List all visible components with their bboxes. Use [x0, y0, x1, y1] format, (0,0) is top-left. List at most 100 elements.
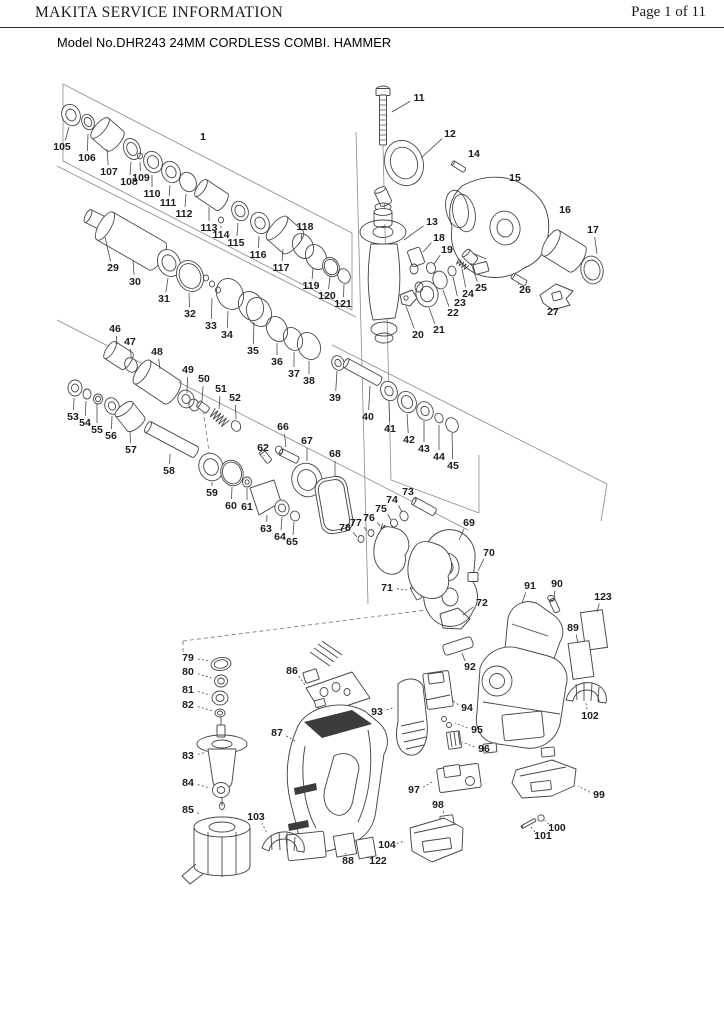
- part-label-80: 80: [182, 666, 213, 679]
- part-label-81: 81: [182, 684, 211, 696]
- part-label-62: 62: [257, 442, 269, 457]
- svg-text:46: 46: [109, 323, 121, 335]
- part-label-51: 51: [215, 383, 227, 410]
- svg-text:76: 76: [363, 512, 375, 524]
- svg-text:23: 23: [454, 297, 466, 309]
- part-label-70: 70: [477, 547, 495, 572]
- part-label-34: 34: [221, 310, 233, 341]
- part-label-92: 92: [461, 652, 476, 673]
- svg-text:104: 104: [378, 839, 396, 851]
- part-label-72: 72: [462, 597, 488, 616]
- svg-text:101: 101: [534, 830, 552, 842]
- svg-text:19: 19: [441, 244, 453, 256]
- part-label-47: 47: [124, 336, 136, 358]
- svg-text:53: 53: [67, 411, 79, 423]
- svg-text:37: 37: [288, 368, 300, 380]
- svg-text:17: 17: [587, 224, 599, 236]
- svg-text:67: 67: [301, 435, 313, 447]
- svg-text:119: 119: [303, 280, 320, 292]
- svg-text:88: 88: [342, 855, 354, 867]
- svg-text:90: 90: [551, 578, 563, 590]
- part-label-50: 50: [198, 373, 210, 402]
- svg-text:107: 107: [100, 166, 118, 178]
- svg-text:59: 59: [206, 487, 218, 499]
- part-label-90: 90: [551, 578, 563, 599]
- svg-text:87: 87: [271, 727, 283, 739]
- svg-text:70: 70: [483, 547, 495, 559]
- svg-text:12: 12: [444, 128, 456, 140]
- svg-text:45: 45: [447, 460, 459, 472]
- svg-text:48: 48: [151, 346, 163, 358]
- svg-text:66: 66: [277, 421, 289, 433]
- svg-text:105: 105: [53, 141, 71, 153]
- part-label-53: 53: [67, 397, 79, 423]
- part-label-65: 65: [286, 521, 298, 548]
- model-number: Model No.DHR243 24MM CORDLESS COMBI. HAM…: [57, 35, 392, 50]
- part-label-122: 122: [365, 854, 387, 867]
- svg-text:43: 43: [418, 443, 430, 455]
- part-label-59: 59: [206, 482, 218, 499]
- part-label-18: 18: [422, 232, 445, 253]
- part-label-48: 48: [151, 346, 163, 370]
- svg-text:114: 114: [213, 229, 230, 241]
- part-label-16: 16: [559, 204, 571, 216]
- part-label-88: 88: [342, 852, 354, 867]
- svg-text:103: 103: [247, 811, 265, 823]
- svg-text:47: 47: [124, 336, 136, 348]
- part-label-71: 71: [381, 582, 408, 594]
- part-label-86: 86: [286, 665, 306, 686]
- part-label-40: 40: [362, 385, 374, 423]
- part-label-24: 24: [461, 268, 474, 300]
- part-label-110: 110: [144, 175, 161, 200]
- svg-text:63: 63: [260, 523, 272, 535]
- svg-text:21: 21: [433, 324, 445, 336]
- part-label-94: 94: [451, 699, 473, 714]
- svg-text:95: 95: [471, 724, 483, 736]
- part-label-113: 113: [201, 207, 218, 234]
- svg-text:68: 68: [329, 448, 341, 460]
- svg-text:50: 50: [198, 373, 210, 385]
- part-label-15: 15: [509, 172, 521, 184]
- svg-text:78: 78: [339, 522, 351, 534]
- svg-text:42: 42: [403, 434, 415, 446]
- part-label-52: 52: [229, 392, 241, 420]
- svg-text:11: 11: [413, 92, 424, 104]
- part-label-103: 103: [247, 811, 268, 834]
- part-label-31: 31: [158, 277, 170, 305]
- svg-text:116: 116: [250, 249, 267, 261]
- svg-text:18: 18: [433, 232, 445, 244]
- svg-text:49: 49: [182, 364, 194, 376]
- svg-text:57: 57: [125, 444, 137, 456]
- part-label-63: 63: [260, 514, 272, 535]
- svg-text:31: 31: [158, 293, 170, 305]
- part-label-116: 116: [250, 235, 267, 261]
- svg-text:26: 26: [519, 284, 531, 296]
- svg-text:39: 39: [329, 392, 341, 404]
- svg-text:110: 110: [144, 188, 161, 200]
- part-label-49: 49: [182, 364, 194, 394]
- svg-text:99: 99: [593, 789, 605, 801]
- svg-text:15: 15: [509, 172, 521, 184]
- part-label-29: 29: [104, 236, 119, 274]
- part-label-64: 64: [274, 516, 286, 543]
- part-label-82: 82: [182, 699, 214, 712]
- svg-text:75: 75: [375, 503, 387, 515]
- svg-text:109: 109: [132, 172, 150, 184]
- svg-text:33: 33: [205, 320, 217, 332]
- svg-text:121: 121: [334, 298, 352, 310]
- svg-text:82: 82: [182, 699, 194, 711]
- svg-text:94: 94: [461, 702, 473, 714]
- svg-text:52: 52: [229, 392, 241, 404]
- part-label-107: 107: [100, 148, 118, 178]
- part-label-83: 83: [182, 750, 207, 762]
- svg-text:81: 81: [182, 684, 194, 696]
- part-label-19: 19: [433, 244, 453, 265]
- svg-text:30: 30: [129, 276, 141, 288]
- part-label-20: 20: [405, 305, 424, 341]
- part-label-23: 23: [452, 276, 466, 309]
- svg-text:1: 1: [200, 131, 206, 143]
- part-label-17: 17: [587, 224, 599, 255]
- part-label-100: 100: [544, 819, 566, 834]
